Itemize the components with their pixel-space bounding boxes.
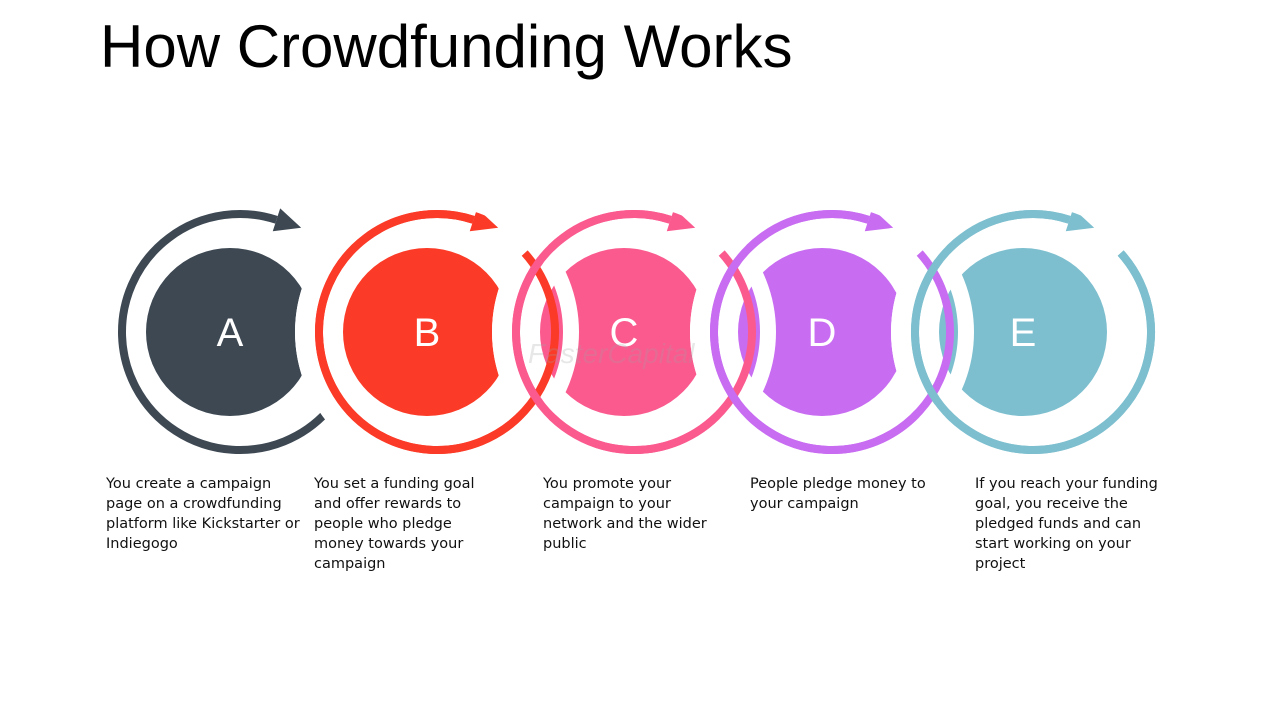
step-letter-b: B [414, 311, 441, 355]
step-disk-d [738, 248, 906, 416]
arrow-head-icon-d [864, 208, 894, 232]
bite-gap [295, 190, 579, 474]
step-a-description: You create a campaign page on a crowdfun… [106, 476, 300, 552]
arrow-head-icon-e [1065, 208, 1095, 232]
step-letter-d: D [808, 311, 837, 355]
ring-arc-d [710, 210, 954, 454]
watermark: FasterCapital [528, 338, 695, 369]
bite-gap [690, 190, 974, 474]
step-disk-a [146, 248, 314, 416]
step-b-description: You set a funding goal and offer rewards… [314, 476, 475, 572]
arrow-head-icon-b [469, 208, 499, 232]
bite-gap [492, 190, 776, 474]
ring-arc-b [315, 210, 559, 454]
page-title: How Crowdfunding Works [100, 13, 793, 80]
arrow-head-icon-a [272, 208, 302, 232]
arrow-head-icon-c [666, 208, 696, 232]
step-e-description: If you reach your funding goal, you rece… [975, 476, 1158, 572]
step-d-description: People pledge money to your campaign [750, 476, 926, 512]
step-disk-e [939, 248, 1107, 416]
step-letter-c: C [610, 311, 639, 355]
bite-gap [891, 190, 1175, 474]
ring-arc-e [911, 210, 1155, 454]
step-disk-b [343, 248, 511, 416]
step-c-description: You promote your campaign to your networ… [543, 476, 707, 552]
step-letter-a: A [217, 311, 244, 355]
ring-arc-c [512, 210, 756, 454]
step-letter-e: E [1010, 311, 1037, 355]
step-disk-c [540, 248, 708, 416]
